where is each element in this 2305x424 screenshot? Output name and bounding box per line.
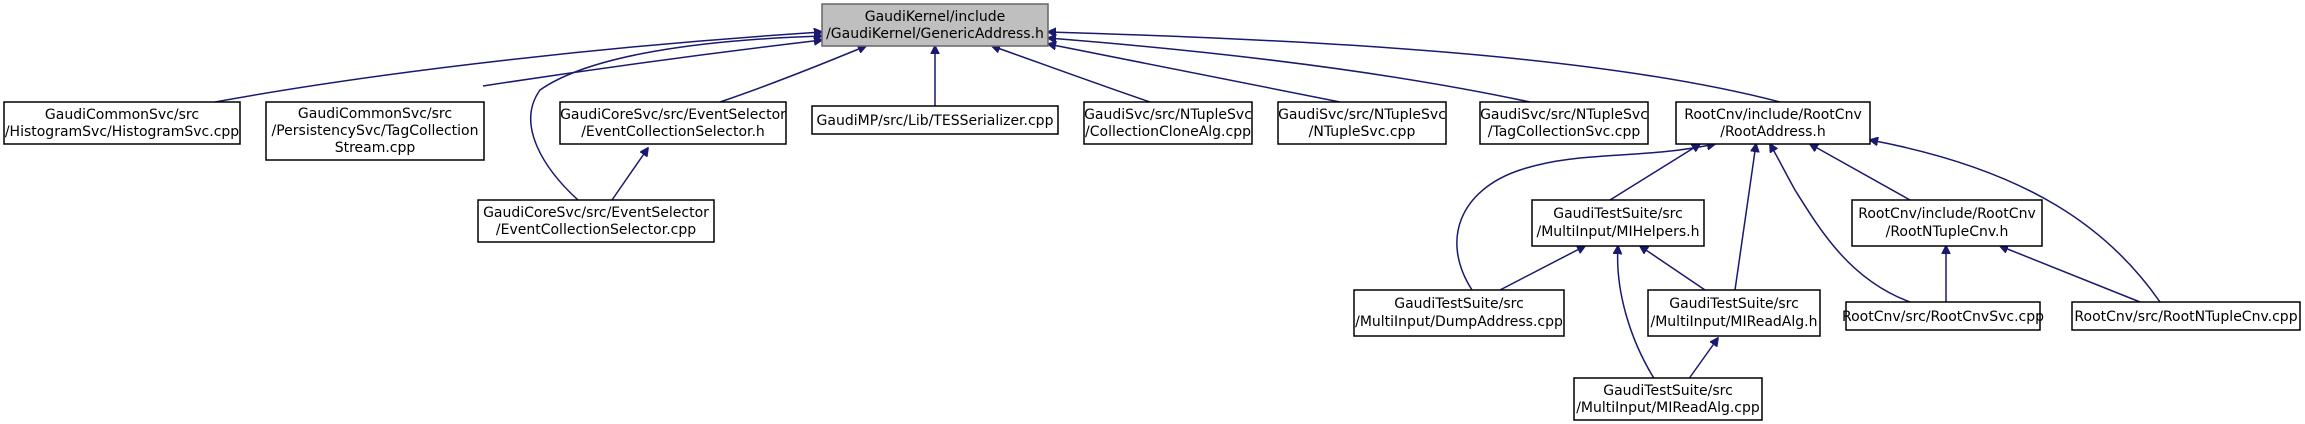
node-label-line: /RootAddress.h [1720, 124, 1826, 140]
node-tag-collection-svc[interactable]: GaudiSvc/src/NTupleSvc /TagCollectionSvc… [1479, 101, 1649, 145]
node-root-cnv-svc[interactable]: RootCnv/src/RootCnvSvc.cpp [1842, 301, 2044, 331]
node-label-line: /MultiInput/MIReadAlg.cpp [1576, 400, 1760, 416]
node-label-line: /CollectionCloneAlg.cpp [1085, 124, 1251, 140]
edge-ntuple-svc-to-generic-address [1048, 44, 1341, 103]
node-label-line: GaudiCoreSvc/src/EventSelector [483, 205, 709, 221]
edge-root-ntuple-cnv-cpp-to-root-address-h [1870, 140, 2161, 303]
node-root-address-h[interactable]: RootCnv/include/RootCnv /RootAddress.h [1675, 101, 1871, 145]
node-label-line: /MultiInput/MIHelpers.h [1536, 224, 1699, 240]
node-label-line: Stream.cpp [335, 140, 416, 156]
node-tag-collection-stream[interactable]: GaudiCommonSvc/src /PersistencySvc/TagCo… [265, 101, 485, 161]
node-label-line: GaudiMP/src/Lib/TESSerializer.cpp [817, 113, 1054, 129]
node-mi-helpers-h[interactable]: GaudiTestSuite/src /MultiInput/MIHelpers… [1531, 199, 1705, 247]
node-label-line: /NTupleSvc.cpp [1309, 124, 1416, 140]
node-generic-address[interactable]: GaudiKernel/include /GaudiKernel/Generic… [821, 3, 1049, 47]
edge-event-collection-selector-h-to-generic-address [719, 46, 866, 103]
edge-event-collection-selector-cpp-to-event-collection-selector-h [611, 148, 648, 201]
node-tes-serializer[interactable]: GaudiMP/src/Lib/TESSerializer.cpp [811, 105, 1059, 135]
node-label-line: /EventCollectionSelector.cpp [496, 222, 696, 238]
node-label-line: GaudiCoreSvc/src/EventSelector [560, 107, 786, 123]
dependency-edges [214, 32, 2161, 381]
edge-root-ntuple-cnv-h-to-root-address-h [1810, 144, 1911, 201]
edge-histogram-svc-to-generic-address [214, 32, 822, 103]
node-label-line: /MultiInput/DumpAddress.cpp [1355, 314, 1563, 330]
node-ntuple-svc[interactable]: GaudiSvc/src/NTupleSvc /NTupleSvc.cpp [1277, 101, 1447, 145]
node-label-line: /MultiInput/MIReadAlg.h [1651, 314, 1818, 330]
node-label-line: /HistogramSvc/HistogramSvc.cpp [5, 124, 239, 140]
node-label-line: GaudiTestSuite/src [1669, 296, 1799, 312]
node-root-ntuple-cnv-cpp[interactable]: RootCnv/src/RootNTupleCnv.cpp [2071, 301, 2301, 331]
node-mi-read-alg-cpp[interactable]: GaudiTestSuite/src /MultiInput/MIReadAlg… [1573, 377, 1763, 421]
edge-dump-address-to-root-address-h [1456, 144, 1715, 291]
node-label-line: GaudiTestSuite/src [1603, 383, 1733, 399]
node-label-line: /PersistencySvc/TagCollection [272, 123, 479, 139]
node-label-line: GaudiTestSuite/src [1553, 206, 1683, 222]
node-label-line: /RootNTupleCnv.h [1886, 224, 2009, 240]
node-event-collection-selector-h[interactable]: GaudiCoreSvc/src/EventSelector /EventCol… [559, 101, 787, 145]
node-dump-address[interactable]: GaudiTestSuite/src /MultiInput/DumpAddre… [1353, 289, 1565, 337]
edge-tag-collection-stream-to-generic-address [482, 40, 822, 87]
edge-mi-read-alg-cpp-to-mi-helpers-h [1618, 246, 1656, 381]
edge-event-collection-selector-cpp-to-generic-address [530, 36, 822, 201]
edge-mi-read-alg-h-to-mi-helpers-h [1640, 246, 1706, 291]
node-root-ntuple-cnv-h[interactable]: RootCnv/include/RootCnv /RootNTupleCnv.h [1851, 199, 2043, 247]
node-mi-read-alg-h[interactable]: GaudiTestSuite/src /MultiInput/MIReadAlg… [1647, 289, 1821, 337]
node-label-line: RootCnv/src/RootCnvSvc.cpp [1842, 309, 2044, 325]
edge-mi-read-alg-h-to-root-address-h [1734, 144, 1756, 291]
edge-tag-collection-svc-to-generic-address [1048, 38, 1531, 103]
node-label-line: GaudiKernel/include [865, 9, 1006, 25]
edge-collection-clone-alg-to-generic-address [992, 46, 1151, 103]
edge-root-address-h-to-generic-address [1048, 32, 1781, 103]
node-label-line: /GaudiKernel/GenericAddress.h [826, 26, 1044, 42]
edge-mi-helpers-h-to-root-address-h [1609, 144, 1700, 201]
edge-root-ntuple-cnv-cpp-to-root-ntuple-cnv-h [2000, 246, 2141, 303]
node-label-line: GaudiCommonSvc/src [45, 107, 199, 123]
node-label-line: GaudiCommonSvc/src [298, 106, 452, 122]
node-label-line: GaudiSvc/src/NTupleSvc [1278, 107, 1446, 123]
node-label-line: /TagCollectionSvc.cpp [1488, 124, 1641, 140]
node-label-line: GaudiSvc/src/NTupleSvc [1480, 107, 1648, 123]
node-histogram-svc[interactable]: GaudiCommonSvc/src /HistogramSvc/Histogr… [3, 101, 241, 145]
node-label-line: /EventCollectionSelector.h [581, 124, 765, 140]
file-nodes: GaudiKernel/include /GaudiKernel/Generic… [3, 3, 2301, 421]
edge-dump-address-to-mi-helpers-h [1499, 246, 1585, 291]
node-label-line: RootCnv/include/RootCnv [1684, 107, 1861, 123]
node-label-line: GaudiTestSuite/src [1394, 296, 1524, 312]
node-event-collection-selector-cpp[interactable]: GaudiCoreSvc/src/EventSelector /EventCol… [477, 199, 715, 243]
node-label-line: RootCnv/include/RootCnv [1858, 206, 2035, 222]
node-label-line: GaudiSvc/src/NTupleSvc [1084, 107, 1252, 123]
node-label-line: RootCnv/src/RootNTupleCnv.cpp [2074, 309, 2297, 325]
edge-root-cnv-svc-to-root-address-h [1770, 144, 1911, 303]
node-collection-clone-alg[interactable]: GaudiSvc/src/NTupleSvc /CollectionCloneA… [1083, 101, 1253, 145]
edge-mi-read-alg-cpp-to-mi-read-alg-h [1687, 338, 1718, 381]
